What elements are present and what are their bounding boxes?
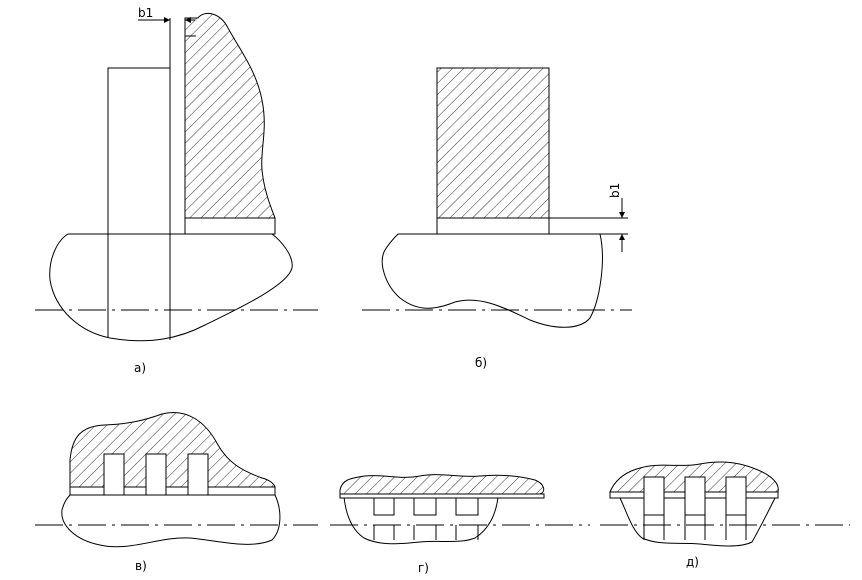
figure-v-hatched-part bbox=[69, 412, 276, 488]
figure-v-strip bbox=[69, 486, 276, 496]
figure-a-dim-label: b1 bbox=[138, 6, 153, 20]
figure-b-strip bbox=[436, 217, 550, 235]
figure-g-hatched-part bbox=[339, 474, 545, 495]
figure-d-tooth-1 bbox=[643, 476, 665, 516]
figure-a: b1 а) bbox=[35, 6, 318, 375]
figure-d: д) bbox=[600, 461, 850, 569]
figure-d-base bbox=[619, 497, 776, 547]
figure-g-strip bbox=[339, 493, 545, 499]
figure-b: b1 б) bbox=[362, 67, 632, 370]
figure-g-slot-1 bbox=[373, 498, 395, 516]
figure-b-base bbox=[381, 233, 603, 328]
figure-b-label: б) bbox=[475, 356, 487, 370]
figure-v: в) bbox=[35, 412, 318, 573]
figure-v-label: в) bbox=[135, 559, 147, 573]
figure-g: г) bbox=[330, 474, 590, 575]
figure-v-base bbox=[61, 494, 281, 548]
figure-d-label: д) bbox=[686, 555, 699, 569]
figure-v-tooth-2 bbox=[145, 453, 167, 496]
figure-g-base bbox=[343, 496, 499, 545]
figure-a-base bbox=[49, 233, 293, 342]
figure-g-slot-3 bbox=[455, 498, 479, 516]
figure-b-hatched-block bbox=[436, 67, 550, 219]
figure-a-label: а) bbox=[134, 361, 146, 375]
figure-d-tooth-2 bbox=[684, 476, 706, 516]
figure-b-dim-label: b1 bbox=[608, 183, 622, 198]
figure-a-block bbox=[107, 67, 170, 338]
figure-v-tooth-1 bbox=[103, 453, 125, 496]
figure-a-strip bbox=[184, 217, 276, 235]
figure-g-label: г) bbox=[418, 561, 429, 575]
figure-g-slot-2 bbox=[413, 498, 437, 516]
figure-v-tooth-3 bbox=[187, 453, 209, 496]
figure-a-hatched-part bbox=[184, 12, 276, 219]
figure-d-tooth-3 bbox=[725, 476, 747, 516]
